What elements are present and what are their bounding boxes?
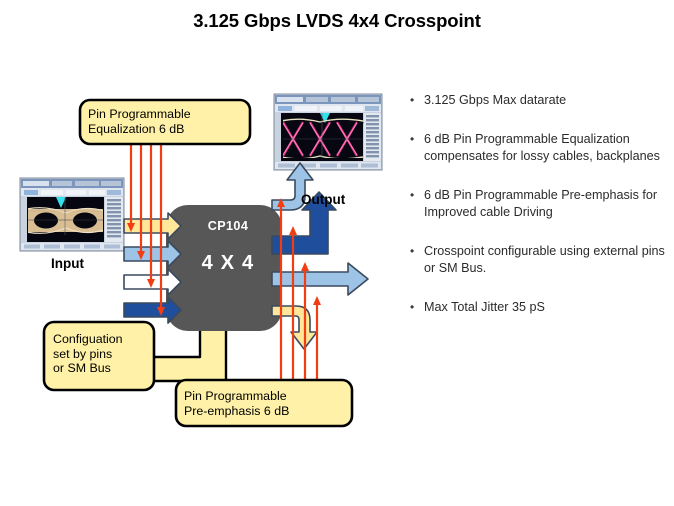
callout-pre-emphasis-label: Pin Programmable Pre-emphasis 6 dB [184, 389, 290, 418]
input-label: Input [51, 256, 84, 271]
bullet-text: 3.125 Gbps Max datarate [424, 93, 567, 107]
bullet-marker: • [410, 131, 415, 146]
equalization-control-arrows [129, 139, 163, 310]
list-item: • Max Total Jitter 35 pS [410, 299, 668, 317]
output-label: Output [301, 192, 346, 207]
chip-part-number: CP104 [207, 219, 249, 233]
callout-equalization-label: Pin Programmable Equalization 6 dB [88, 107, 191, 136]
bullet-marker: • [410, 299, 415, 314]
pre-emphasis-arrowheads [277, 198, 321, 305]
block-diagram [0, 60, 400, 506]
bullet-marker: • [410, 243, 415, 258]
bullet-text: Max Total Jitter 35 pS [424, 299, 545, 314]
bullet-text: 6 dB Pin Programmable Pre-emphasis for I… [424, 187, 658, 220]
input-scope-image [19, 177, 125, 252]
chip-body [166, 205, 282, 331]
bullet-text: Crosspoint configurable using external p… [424, 243, 665, 276]
list-item: • 6 dB Pin Programmable Equalization com… [410, 131, 668, 166]
input-channel-arrows [123, 212, 182, 324]
feature-bullet-list: • 3.125 Gbps Max datarate • 6 dB Pin Pro… [410, 92, 668, 337]
bullet-marker: • [410, 93, 415, 107]
output-channel-arrows [271, 162, 369, 350]
chip-matrix-size: 4 X 4 [201, 252, 255, 274]
bullet-text: 6 dB Pin Programmable Equalization compe… [424, 131, 660, 164]
output-scope-image [273, 93, 383, 171]
callout-pre-emphasis [174, 378, 354, 428]
list-item: • 6 dB Pin Programmable Pre-emphasis for… [410, 187, 668, 222]
bullet-marker: • [410, 187, 415, 202]
callout-equalization [78, 98, 252, 146]
list-item: • Crosspoint configurable using external… [410, 243, 668, 278]
equalization-arrowheads [127, 223, 165, 316]
page-title: 3.125 Gbps LVDS 4x4 Crosspoint [193, 10, 481, 31]
pre-emphasis-control-arrows [279, 204, 319, 380]
callout-configuration-label: Configuation set by pins or SM Bus [53, 332, 123, 376]
list-item: • 3.125 Gbps Max datarate [410, 92, 668, 110]
callout-configuration [42, 320, 156, 392]
